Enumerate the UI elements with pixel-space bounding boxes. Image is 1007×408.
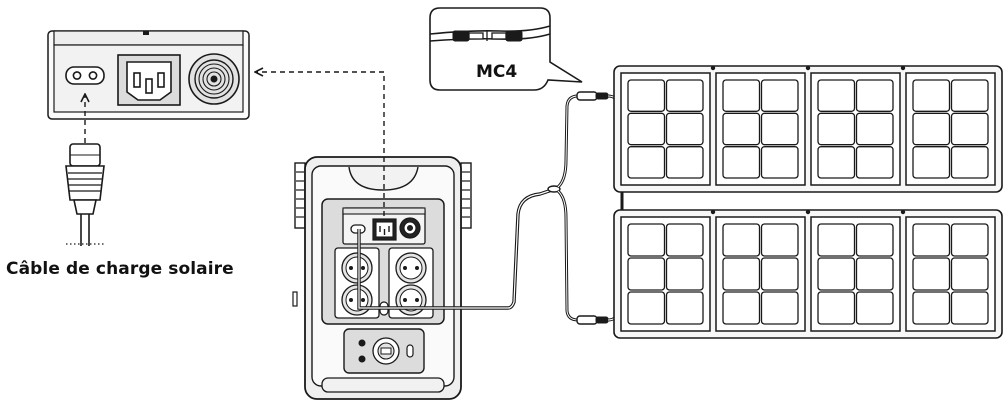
circuit-breaker-icon [188, 53, 240, 105]
device-to-closeup-arrow [256, 72, 385, 216]
mc4-callout [429, 7, 583, 91]
mc4-connector-icon [452, 30, 523, 42]
solar-module [620, 72, 711, 186]
solar-module [620, 216, 711, 332]
ac-inlet-icon [117, 54, 181, 106]
solar-module [810, 216, 901, 332]
solar-module [905, 72, 996, 186]
solar-cable-caption: Câble de charge solaire [6, 259, 234, 279]
solar-module [810, 72, 901, 186]
dc8020-port-icon [65, 66, 105, 85]
solar-module [905, 216, 996, 332]
mc4-caption: MC4 [476, 62, 518, 82]
solar-panel-bottom [613, 209, 1003, 339]
input-panel-closeup [47, 30, 250, 120]
solar-panel-top [613, 65, 1003, 193]
solar-module [715, 72, 806, 186]
solar-module [715, 216, 806, 332]
solar-cable-plug-icon [65, 143, 105, 246]
power-station-device [292, 156, 472, 400]
